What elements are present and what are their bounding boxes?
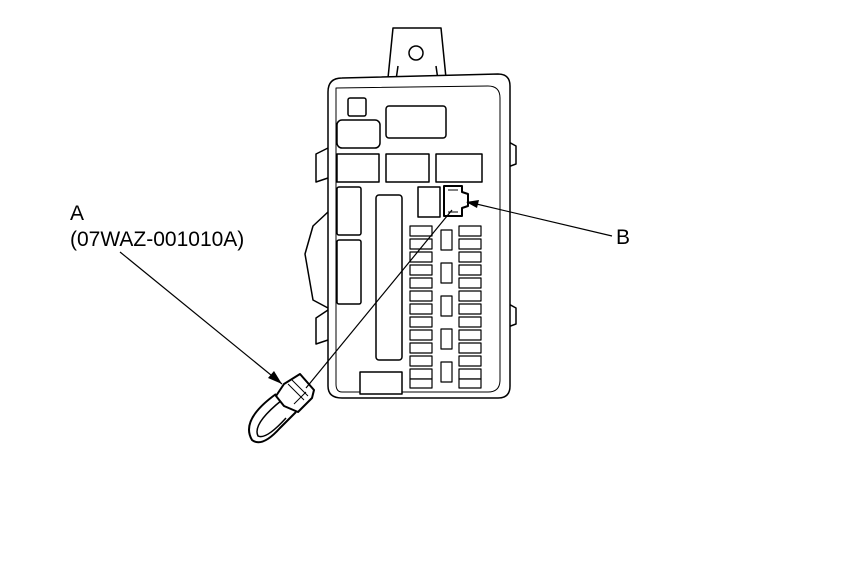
relay-slot (336, 153, 380, 183)
callout-b-letter: B (616, 226, 631, 249)
relay-slot (435, 153, 483, 183)
relay-slot (385, 153, 430, 183)
arrow-head-b (466, 200, 479, 208)
left-slot (336, 186, 362, 236)
bottom-slot (359, 371, 403, 395)
jumper-connector-a (248, 373, 315, 444)
left-slot (336, 239, 362, 305)
connector-b (443, 185, 469, 217)
connection-line (305, 209, 453, 389)
leader-line-b (467, 201, 613, 237)
relay-socket (347, 97, 367, 117)
callout-a-letter: A (70, 202, 85, 225)
relay-socket (385, 105, 447, 139)
relay-socket (336, 119, 381, 149)
fuse-array (409, 225, 482, 389)
leader-line-a (119, 251, 283, 385)
component-slot (417, 186, 441, 218)
mounting-tab (387, 27, 447, 81)
arrow-head-a (268, 371, 282, 384)
side-bracket-left (304, 147, 329, 345)
long-fuse-slot (375, 194, 403, 361)
callout-a-part-number: (07WAZ-001010A) (70, 228, 245, 251)
